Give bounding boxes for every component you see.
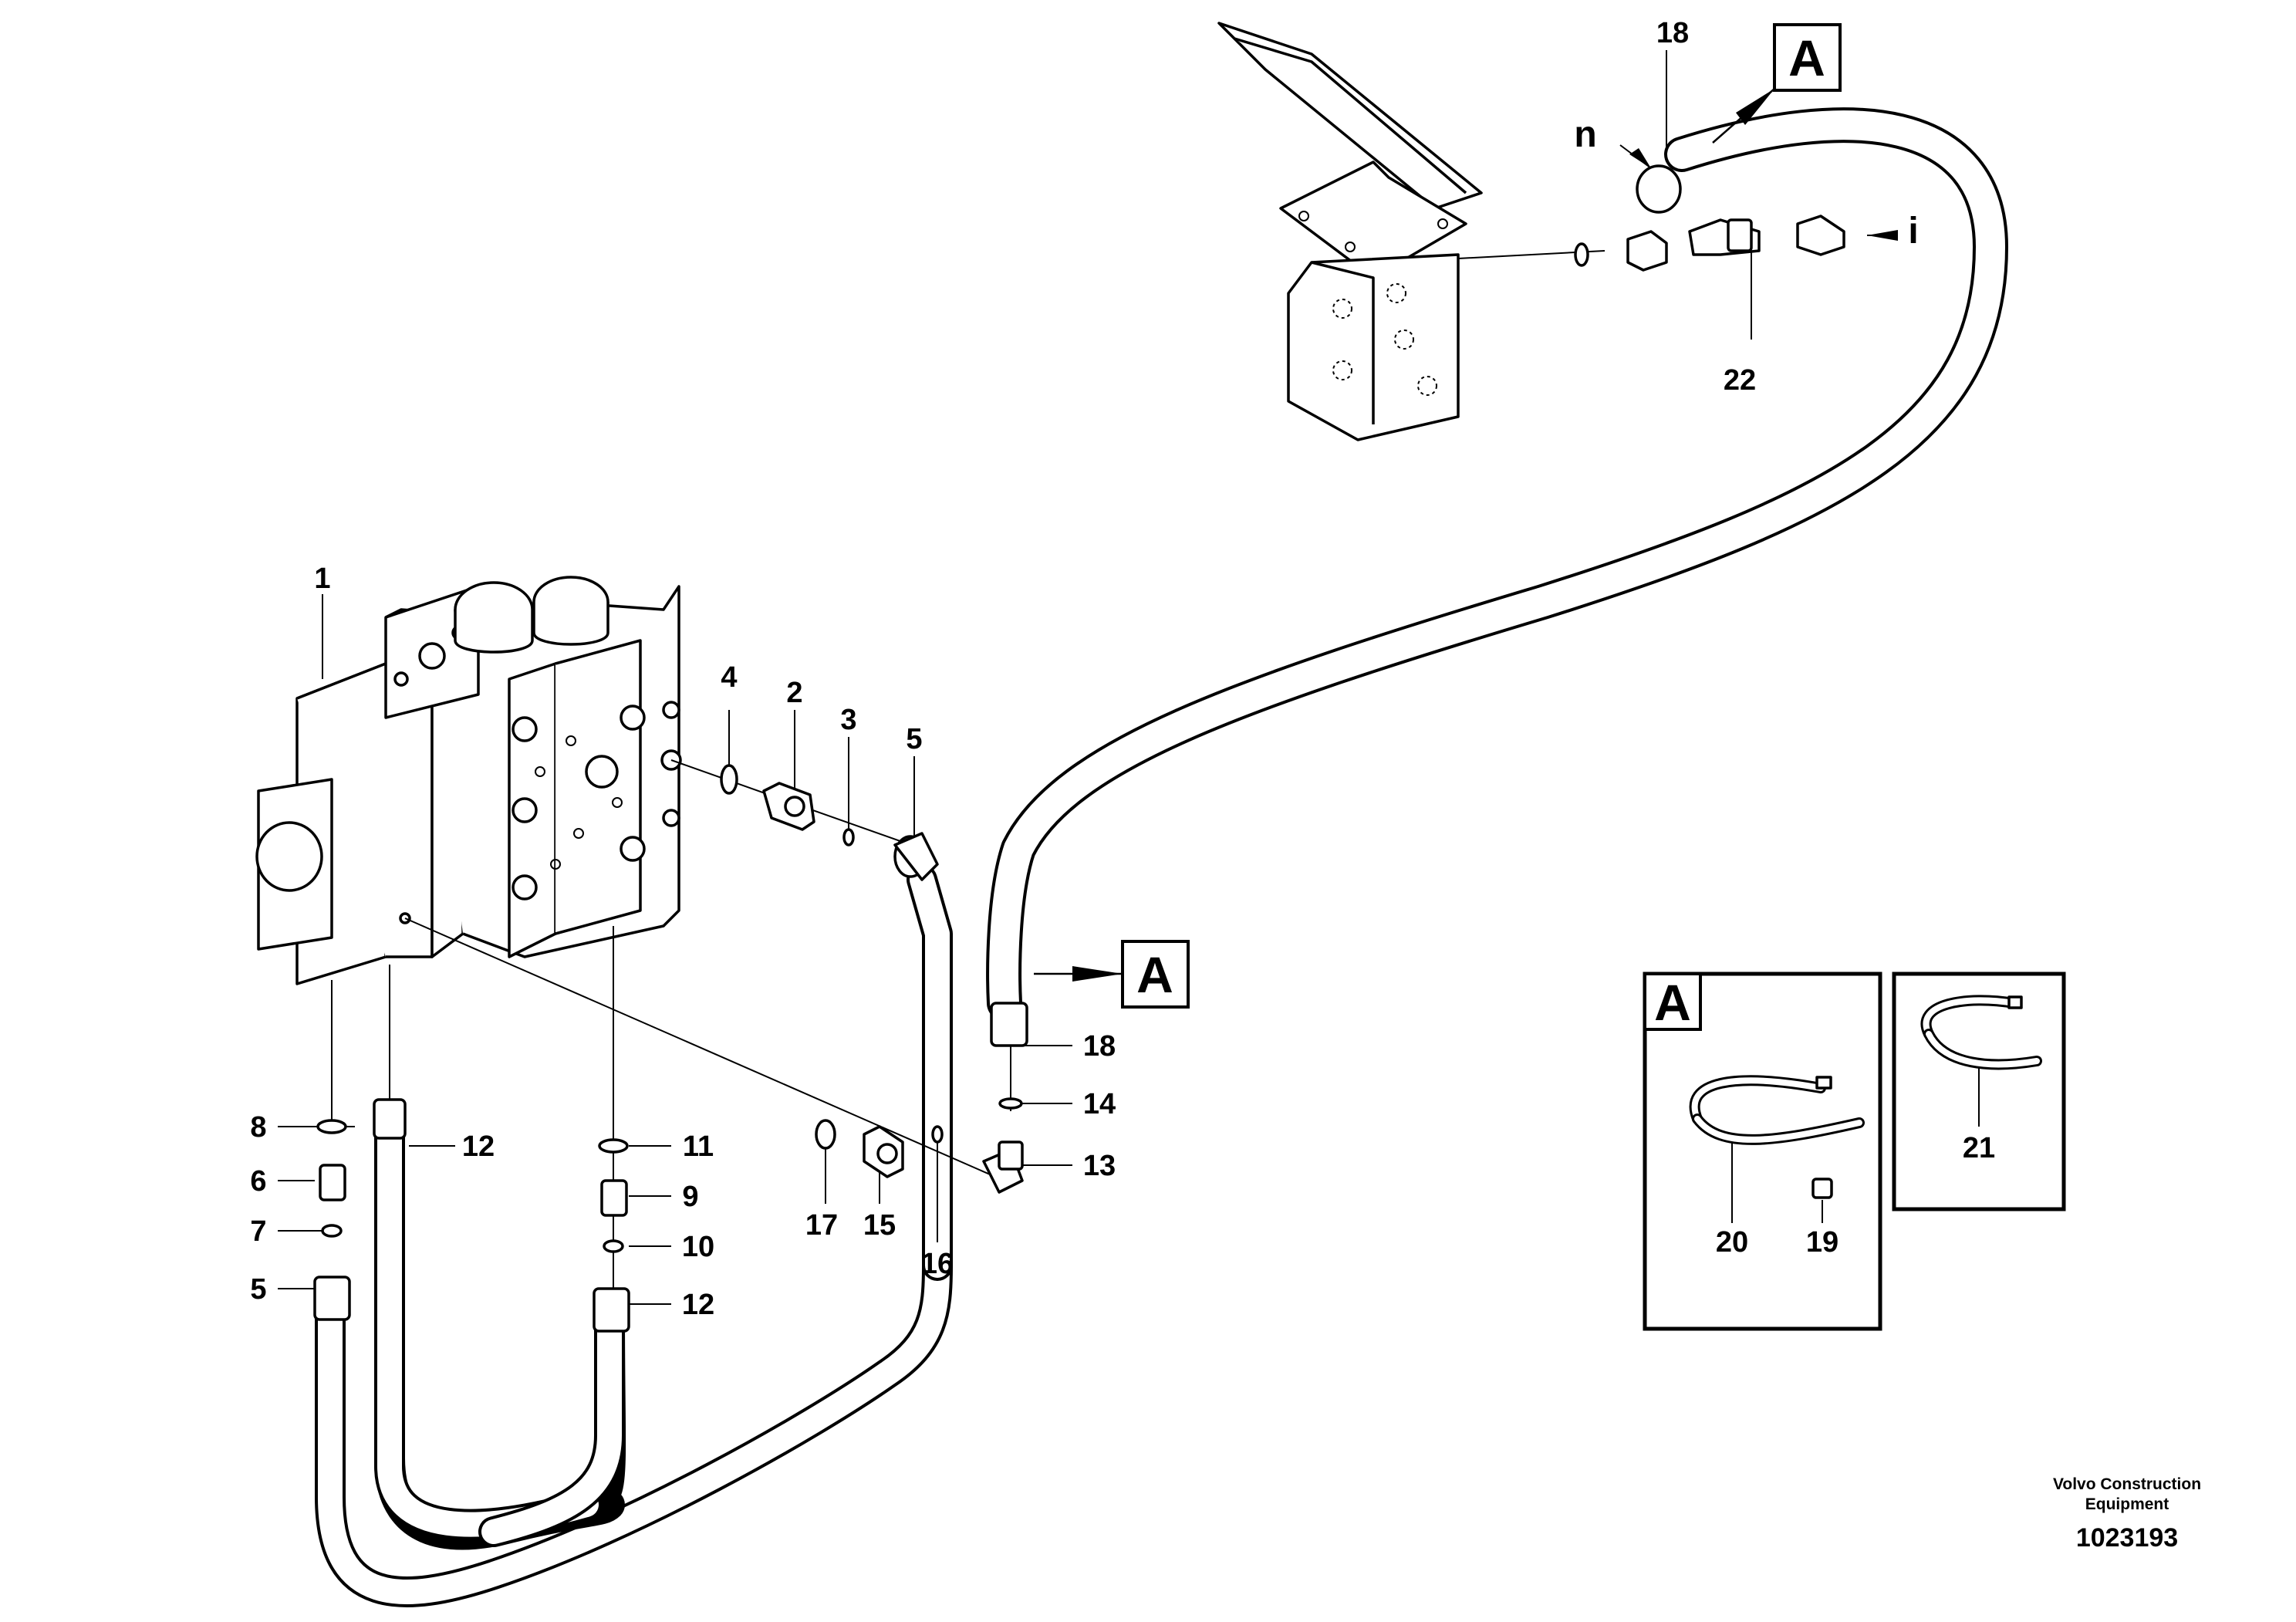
view-letter-n: n (1574, 114, 1596, 155)
callout-18-middle: 18 (1083, 1030, 1116, 1063)
section-marker-top-label: A (1788, 29, 1825, 86)
pedal-fittings (1457, 50, 1898, 340)
section-marker-middle-label: A (1136, 946, 1173, 1003)
callout-6: 6 (250, 1165, 266, 1198)
brake-pedal (1217, 22, 1483, 441)
callout-14: 14 (1083, 1088, 1116, 1120)
detail-box-label: A (1654, 974, 1691, 1031)
callout-10: 10 (682, 1231, 714, 1263)
callout-19: 19 (1806, 1226, 1838, 1259)
callout-3: 3 (840, 704, 856, 736)
section-marker-top[interactable]: A (1712, 23, 1842, 144)
company-name-line2: Equipment (2085, 1495, 2169, 1513)
document-number: 1023193 (2076, 1523, 2178, 1553)
callout-22: 22 (1724, 364, 1756, 397)
callout-7: 7 (250, 1215, 266, 1248)
detail-box-b (1892, 972, 2066, 1211)
fittings-upper-line (720, 764, 939, 881)
bottom-hose-inner (374, 1119, 626, 1550)
callout-18-top: 18 (1656, 17, 1689, 49)
company-name-line1: Volvo Construction (2053, 1475, 2201, 1493)
control-valve (255, 576, 682, 985)
bottom-hose-outer (315, 1250, 953, 1607)
callout-1: 1 (314, 563, 330, 595)
detail-box-a: A (1643, 972, 1882, 1331)
long-hose (986, 107, 2008, 1021)
callout-15: 15 (863, 1209, 896, 1242)
callout-5-lower: 5 (250, 1273, 266, 1306)
callout-2: 2 (786, 677, 802, 709)
fittings-left-stack (313, 1098, 630, 1333)
callout-9: 9 (682, 1181, 698, 1213)
callout-21: 21 (1963, 1132, 1995, 1164)
callout-20: 20 (1716, 1226, 1748, 1259)
callout-12-lower: 12 (682, 1289, 714, 1321)
callout-12-upper: 12 (462, 1130, 495, 1163)
callout-4: 4 (721, 661, 737, 694)
upper-right-hose (907, 864, 953, 1281)
callout-8: 8 (250, 1111, 266, 1144)
section-marker-middle[interactable]: A (1034, 940, 1190, 1009)
fittings-lower-line (815, 1002, 1028, 1194)
callout-17: 17 (805, 1209, 838, 1242)
callout-11: 11 (683, 1130, 714, 1163)
callout-13: 13 (1083, 1150, 1116, 1182)
callout-5-upper: 5 (906, 723, 922, 755)
view-letter-i: i (1908, 211, 1918, 252)
bottom-hose-right (478, 1289, 625, 1547)
callout-16: 16 (921, 1248, 954, 1280)
